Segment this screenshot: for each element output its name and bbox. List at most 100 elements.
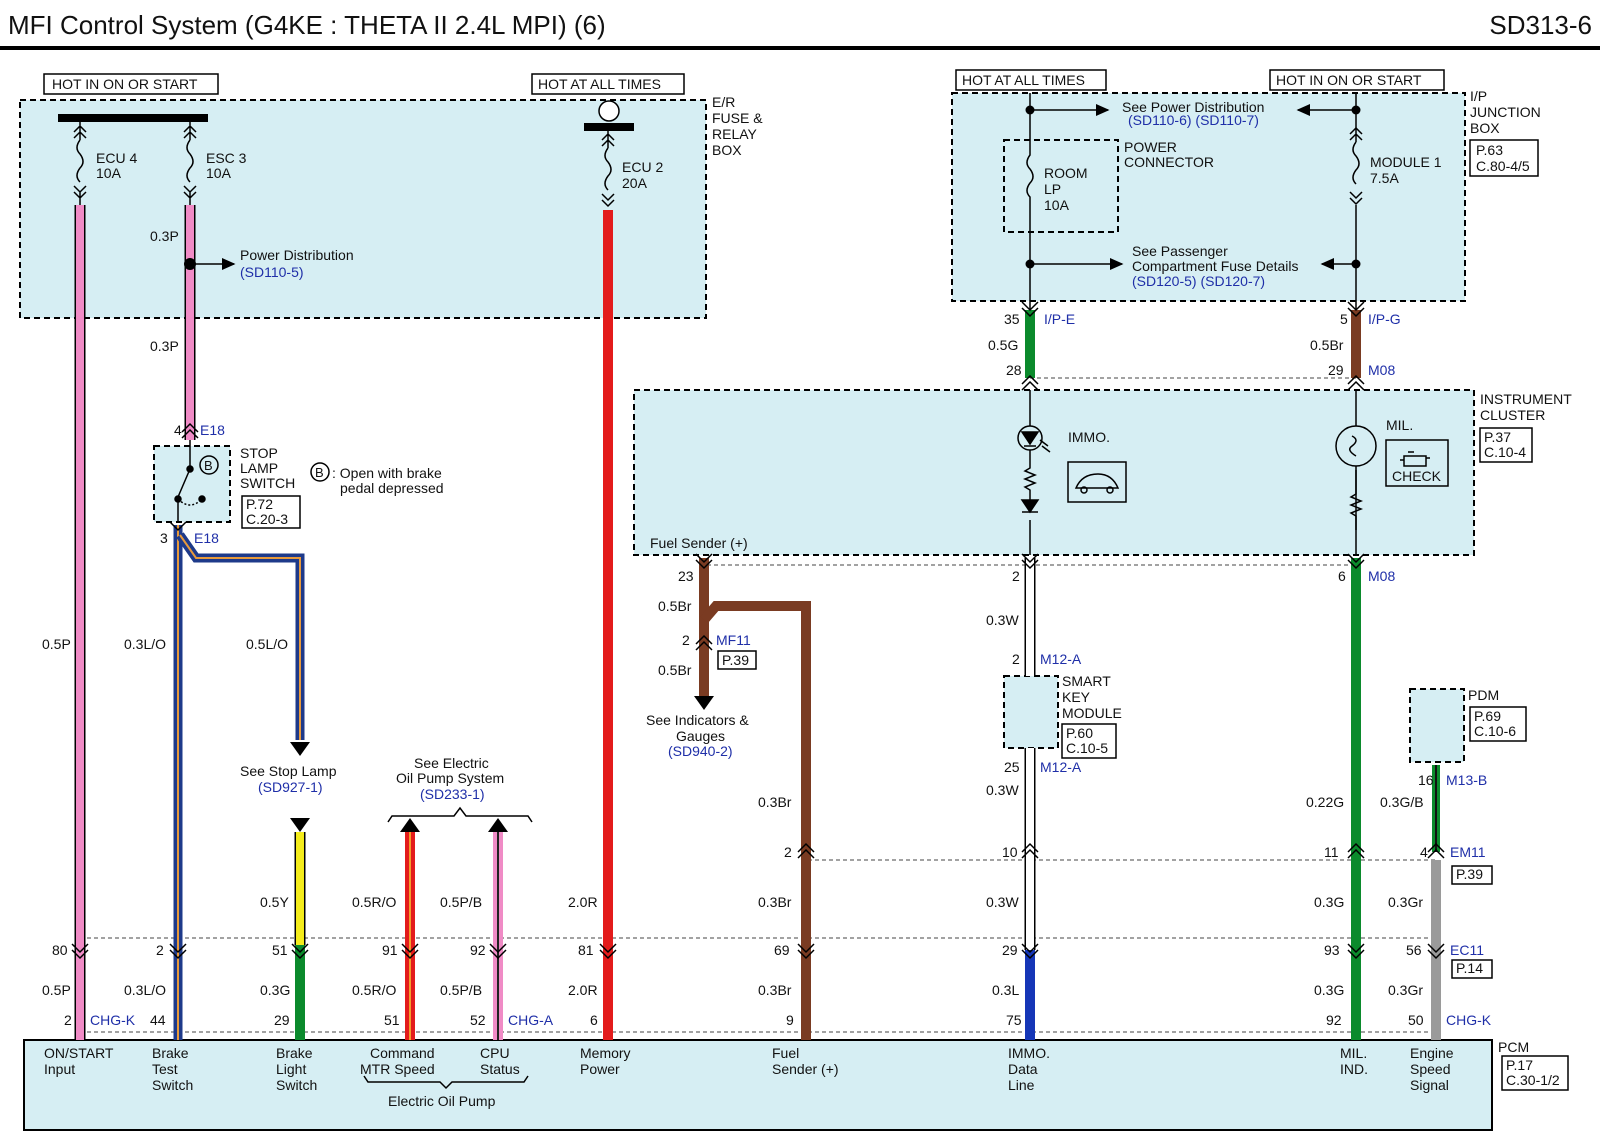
wire-label-brown-upper: 0.3Br xyxy=(758,794,792,810)
wire-label-brown-05-upper: 0.5Br xyxy=(658,598,692,614)
power-distribution-label: Power Distribution xyxy=(240,247,354,263)
wire-label-esc3-lower: 0.3P xyxy=(150,338,179,354)
fuse-ecu2-name: ECU 2 xyxy=(622,159,663,175)
wire-label-yellow: 0.5Y xyxy=(260,894,289,910)
fuse-ecu4-rating: 10A xyxy=(96,165,122,181)
see-passenger-ref: (SD120-5) (SD120-7) xyxy=(1132,273,1265,289)
fuse-room-l3: 10A xyxy=(1044,197,1070,213)
connector-mf11-ref: P.39 xyxy=(722,652,749,668)
connector-e18-top: E18 xyxy=(200,422,225,438)
stop-switch-label-2: LAMP xyxy=(240,460,278,476)
mil-lamp-circuit xyxy=(1335,425,1449,530)
pin-69: 69 xyxy=(774,942,790,958)
pin-10: 10 xyxy=(1002,844,1018,860)
wire-label-pcm-red-orange: 0.5R/O xyxy=(352,982,396,998)
wire-label-mil-022g: 0.22G xyxy=(1306,794,1344,810)
pin-11: 11 xyxy=(1324,844,1339,860)
see-power-dist-label: See Power Distribution xyxy=(1122,99,1264,115)
battery-symbol xyxy=(598,100,620,122)
pin-2-onstart: 2 xyxy=(64,1012,72,1028)
cluster-ref-1: P.37 xyxy=(1484,429,1511,445)
pin-29-m08: 29 xyxy=(1328,362,1344,378)
pin-56: 56 xyxy=(1406,942,1422,958)
pdm-ref-1: P.69 xyxy=(1474,708,1501,724)
eop-bracket xyxy=(387,806,533,823)
see-indicators-ref: (SD940-2) xyxy=(668,743,733,759)
pcm-brake-light-2: Light xyxy=(276,1061,306,1077)
wire-label-pcm-green-mil: 0.3G xyxy=(1314,982,1344,998)
connector-m12a-top: M12-A xyxy=(1040,651,1082,667)
stop-lamp-switch-symbol xyxy=(174,440,330,522)
pin-23: 23 xyxy=(678,568,694,584)
pin-52: 52 xyxy=(470,1012,486,1028)
pcm-mil-2: IND. xyxy=(1340,1061,1368,1077)
er-box-label-2: FUSE & xyxy=(712,110,763,126)
stop-switch-label-3: SWITCH xyxy=(240,475,295,491)
wire-fuel-brown-main xyxy=(700,601,811,1040)
instrument-cluster-box xyxy=(633,389,1475,556)
pcm-engine-3: Signal xyxy=(1410,1077,1449,1093)
see-eop-label-1: See Electric xyxy=(414,755,489,771)
connector-chg-k-right: CHG-K xyxy=(1446,1012,1492,1028)
pin-51-cmd: 51 xyxy=(384,1012,400,1028)
stop-switch-ref-2: C.20-3 xyxy=(246,511,288,527)
fuse-esc3-rating: 10A xyxy=(206,165,232,181)
pin-3: 3 xyxy=(160,530,168,546)
wire-label-pcm-blue: 0.3L xyxy=(992,982,1019,998)
wire-label-pcm-red: 2.0R xyxy=(568,982,598,998)
wire-label-brown-05-lower: 0.5Br xyxy=(658,662,692,678)
pin-93: 93 xyxy=(1324,942,1340,958)
connector-e18-bottom: E18 xyxy=(194,530,219,546)
pin-91: 91 xyxy=(382,942,398,958)
pin-6-cluster-mil: 6 xyxy=(1338,568,1346,584)
pcm-fuel-2: Sender (+) xyxy=(772,1061,839,1077)
diagram-title: MFI Control System (G4KE : THETA II 2.4L… xyxy=(8,10,606,40)
connector-chevrons xyxy=(71,301,1445,960)
pin-51-yellow: 51 xyxy=(272,942,288,958)
pin-16: 16 xyxy=(1418,772,1434,788)
splice-dots xyxy=(184,105,1361,270)
wire-label-ipe-green: 0.5G xyxy=(988,337,1018,353)
pcm-brake-test-2: Test xyxy=(152,1061,178,1077)
ip-box-label-1: I/P xyxy=(1470,88,1487,104)
smart-key-ref-1: P.60 xyxy=(1066,725,1093,741)
pcm-brake-light-3: Switch xyxy=(276,1077,317,1093)
wire-label-red: 2.0R xyxy=(568,894,598,910)
smart-key-label-1: SMART xyxy=(1062,673,1111,689)
pdm-label: PDM xyxy=(1468,687,1499,703)
pcm-cmd-1: Command xyxy=(370,1045,435,1061)
pin-50: 50 xyxy=(1408,1012,1424,1028)
power-distribution-ref: (SD110-5) xyxy=(240,264,304,280)
pin-35: 35 xyxy=(1004,311,1020,327)
wire-label-stop-lamp: 0.5L/O xyxy=(246,636,288,652)
pin-29-brake-light: 29 xyxy=(274,1012,290,1028)
pcm-engine-1: Engine xyxy=(1410,1045,1454,1061)
immo-led-circuit xyxy=(1017,425,1127,514)
er-fuse-relay-box xyxy=(19,99,707,319)
fuse-room-l1: ROOM xyxy=(1044,165,1088,181)
pin-80: 80 xyxy=(52,942,68,958)
pcm-engine-2: Speed xyxy=(1410,1061,1450,1077)
er-box-label-1: E/R xyxy=(712,94,735,110)
power-connector-label-2: CONNECTOR xyxy=(1124,154,1214,170)
wire-label-white-lower: 0.3W xyxy=(986,894,1019,910)
pcm-ref-1: P.17 xyxy=(1506,1057,1533,1073)
see-eop-ref: (SD233-1) xyxy=(420,786,485,802)
wire-label-white-upper: 0.3W xyxy=(986,612,1019,628)
connector-ipe: I/P-E xyxy=(1044,311,1075,327)
note-b-symbol: B xyxy=(315,465,324,480)
ip-box-label-3: BOX xyxy=(1470,120,1500,136)
wire-label-gray: 0.3Gr xyxy=(1388,894,1423,910)
pin-92-mil: 92 xyxy=(1326,1012,1342,1028)
pin-2-mf11: 2 xyxy=(682,632,690,648)
smart-key-label-2: KEY xyxy=(1062,689,1091,705)
pin-81: 81 xyxy=(578,942,594,958)
smart-key-label-3: MODULE xyxy=(1062,705,1122,721)
connector-dashed-lines xyxy=(80,377,1436,1033)
mil-indicator-label: MIL. xyxy=(1386,417,1413,433)
pcm-cpu-1: CPU xyxy=(480,1045,510,1061)
note-open-brake-2: pedal depressed xyxy=(340,480,444,496)
hot-label-left: HOT IN ON OR START xyxy=(52,76,198,92)
hot-label-ip-left: HOT AT ALL TIMES xyxy=(962,72,1085,88)
